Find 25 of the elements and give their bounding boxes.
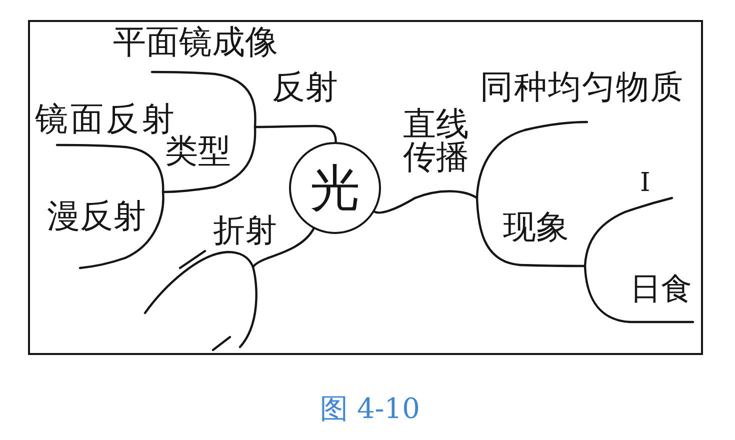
branch-line bbox=[584, 210, 626, 268]
branch-label: 平面镜成像 bbox=[113, 25, 278, 58]
branch-line bbox=[476, 196, 522, 266]
branch-label: 反射 bbox=[272, 70, 338, 103]
branch-label: 漫反射 bbox=[47, 199, 146, 232]
figure-caption: 图 4-10 bbox=[320, 395, 420, 423]
branch-label: 日食 bbox=[630, 274, 692, 305]
branch-line bbox=[144, 250, 254, 314]
branch-line bbox=[214, 126, 256, 188]
branch-line bbox=[476, 128, 526, 200]
branch-label: 同种均匀物质 bbox=[480, 70, 684, 103]
branch-line bbox=[266, 228, 315, 260]
branch-line bbox=[373, 196, 416, 214]
branch-line bbox=[124, 190, 164, 260]
branch-label: 镜面反射 bbox=[35, 102, 177, 135]
branch-label: 直线传播 bbox=[403, 107, 470, 173]
branch-line bbox=[238, 266, 258, 348]
branch-line bbox=[214, 72, 256, 128]
branch-label: I bbox=[640, 170, 650, 196]
branch-label: 现象 bbox=[503, 210, 569, 243]
branch-line bbox=[124, 146, 164, 194]
branch-label: 类型 bbox=[165, 134, 231, 167]
branch-label: 折射 bbox=[213, 214, 277, 246]
branch-line bbox=[584, 264, 632, 324]
topic-circle: 光 bbox=[289, 142, 381, 234]
